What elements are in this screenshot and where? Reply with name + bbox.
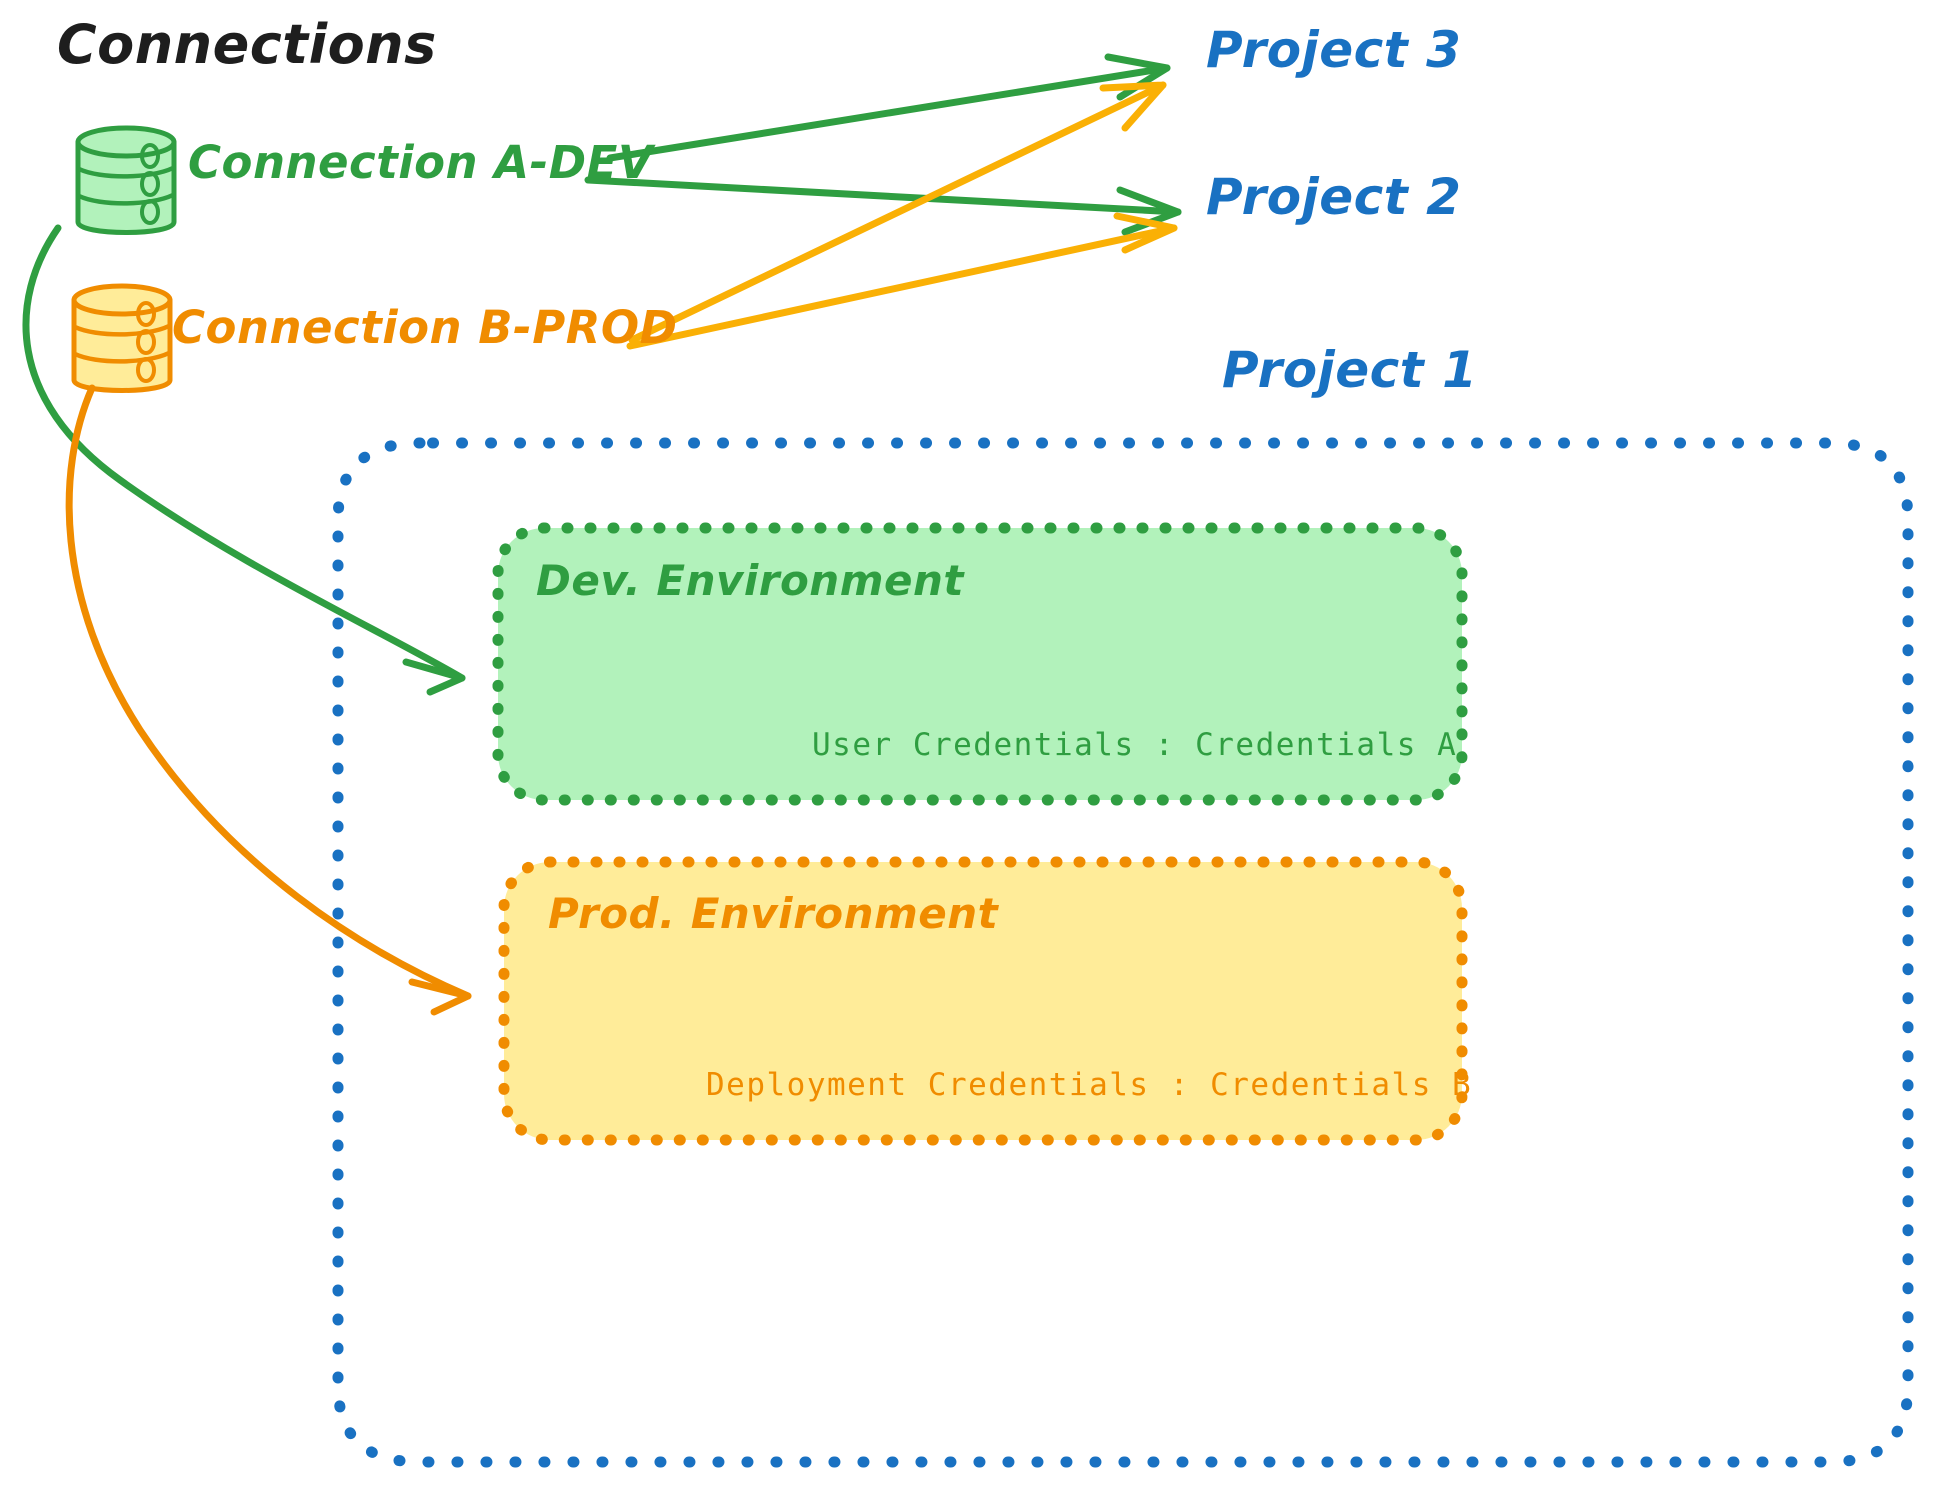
- project-label-2: Project 2: [1206, 168, 1462, 226]
- database-icon-a-dev: [75, 125, 177, 235]
- connection-label-a-dev: Connection A-DEV: [188, 136, 654, 189]
- edge-b-prod-to-prod-environment: [65, 384, 472, 1016]
- project-1-container: [332, 437, 1914, 1468]
- edge-a-dev-to-project-2: [584, 176, 1182, 236]
- dev-environment-credentials: User Credentials : Credentials A: [812, 727, 1458, 763]
- edge-a-dev-to-project-3: [606, 53, 1171, 162]
- dev-environment-title: Dev. Environment: [536, 556, 964, 605]
- dev-environment-box: [492, 522, 1468, 806]
- prod-environment-box: [498, 856, 1468, 1146]
- edge-b-prod-to-project-2: [626, 212, 1178, 350]
- project-label-1: Project 1: [1222, 341, 1478, 399]
- page-title: Connections: [57, 13, 437, 76]
- prod-environment-credentials: Deployment Credentials : Credentials B: [706, 1067, 1473, 1103]
- prod-environment-title: Prod. Environment: [548, 889, 999, 938]
- connection-label-b-prod: Connection B-PROD: [172, 301, 678, 354]
- edge-b-prod-to-project-3: [628, 81, 1167, 344]
- database-icon-b-prod: [71, 283, 173, 393]
- project-label-3: Project 3: [1206, 21, 1462, 79]
- edge-a-dev-to-dev-environment: [22, 224, 466, 696]
